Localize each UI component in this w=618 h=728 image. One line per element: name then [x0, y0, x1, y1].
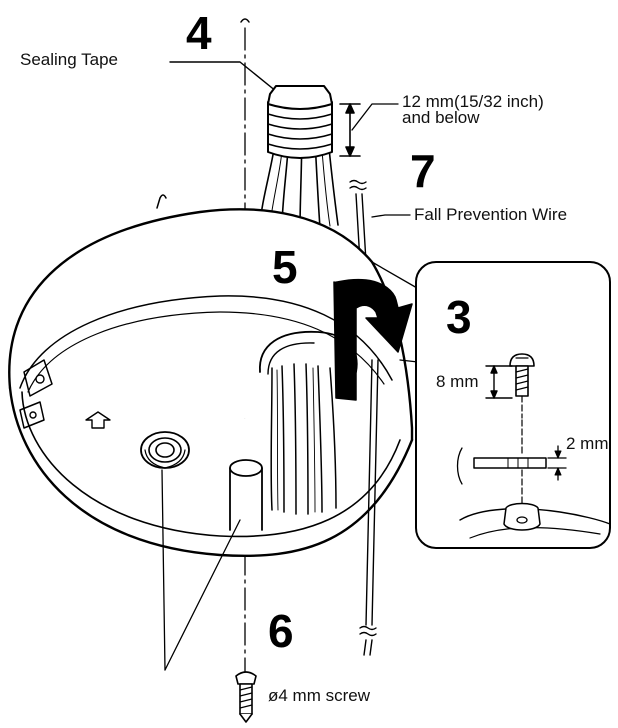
- label-screw: ø4 mm screw: [268, 686, 370, 705]
- label-fall-prevention-wire: Fall Prevention Wire: [414, 205, 568, 224]
- step-number-7: 7: [410, 145, 436, 197]
- fall-prevention-wire-lower: [359, 359, 379, 656]
- rotation-arrow: [333, 278, 413, 401]
- dimension-12mm-bracket: [339, 103, 399, 157]
- inset-screw: [509, 353, 535, 419]
- step-number-6: 6: [268, 605, 294, 657]
- label-and-below: and below: [402, 108, 480, 127]
- cover-hook: [156, 194, 167, 209]
- sealing-tape: [267, 85, 333, 159]
- step-number-5: 5: [272, 241, 298, 293]
- detail-inset-box: [415, 261, 611, 549]
- ceiling-cover: [8, 208, 414, 558]
- sealing-tape-leader: [169, 61, 283, 97]
- inset-8mm-dim: [485, 365, 513, 399]
- inset-rail: [456, 419, 567, 507]
- step-number-3: 3: [446, 291, 472, 343]
- label-2mm: 2 mm: [566, 434, 609, 453]
- step-number-4: 4: [186, 7, 212, 59]
- label-12mm: 12 mm(15/32 inch): [402, 92, 544, 111]
- axis-top-hook: [240, 18, 250, 23]
- label-sealing-tape: Sealing Tape: [20, 50, 118, 69]
- bottom-screw: [235, 671, 257, 723]
- cable-bundle-inside: [270, 363, 337, 515]
- inset-boss: [459, 502, 611, 539]
- bottom-leader-lines: [161, 469, 241, 671]
- label-8mm: 8 mm: [436, 372, 479, 391]
